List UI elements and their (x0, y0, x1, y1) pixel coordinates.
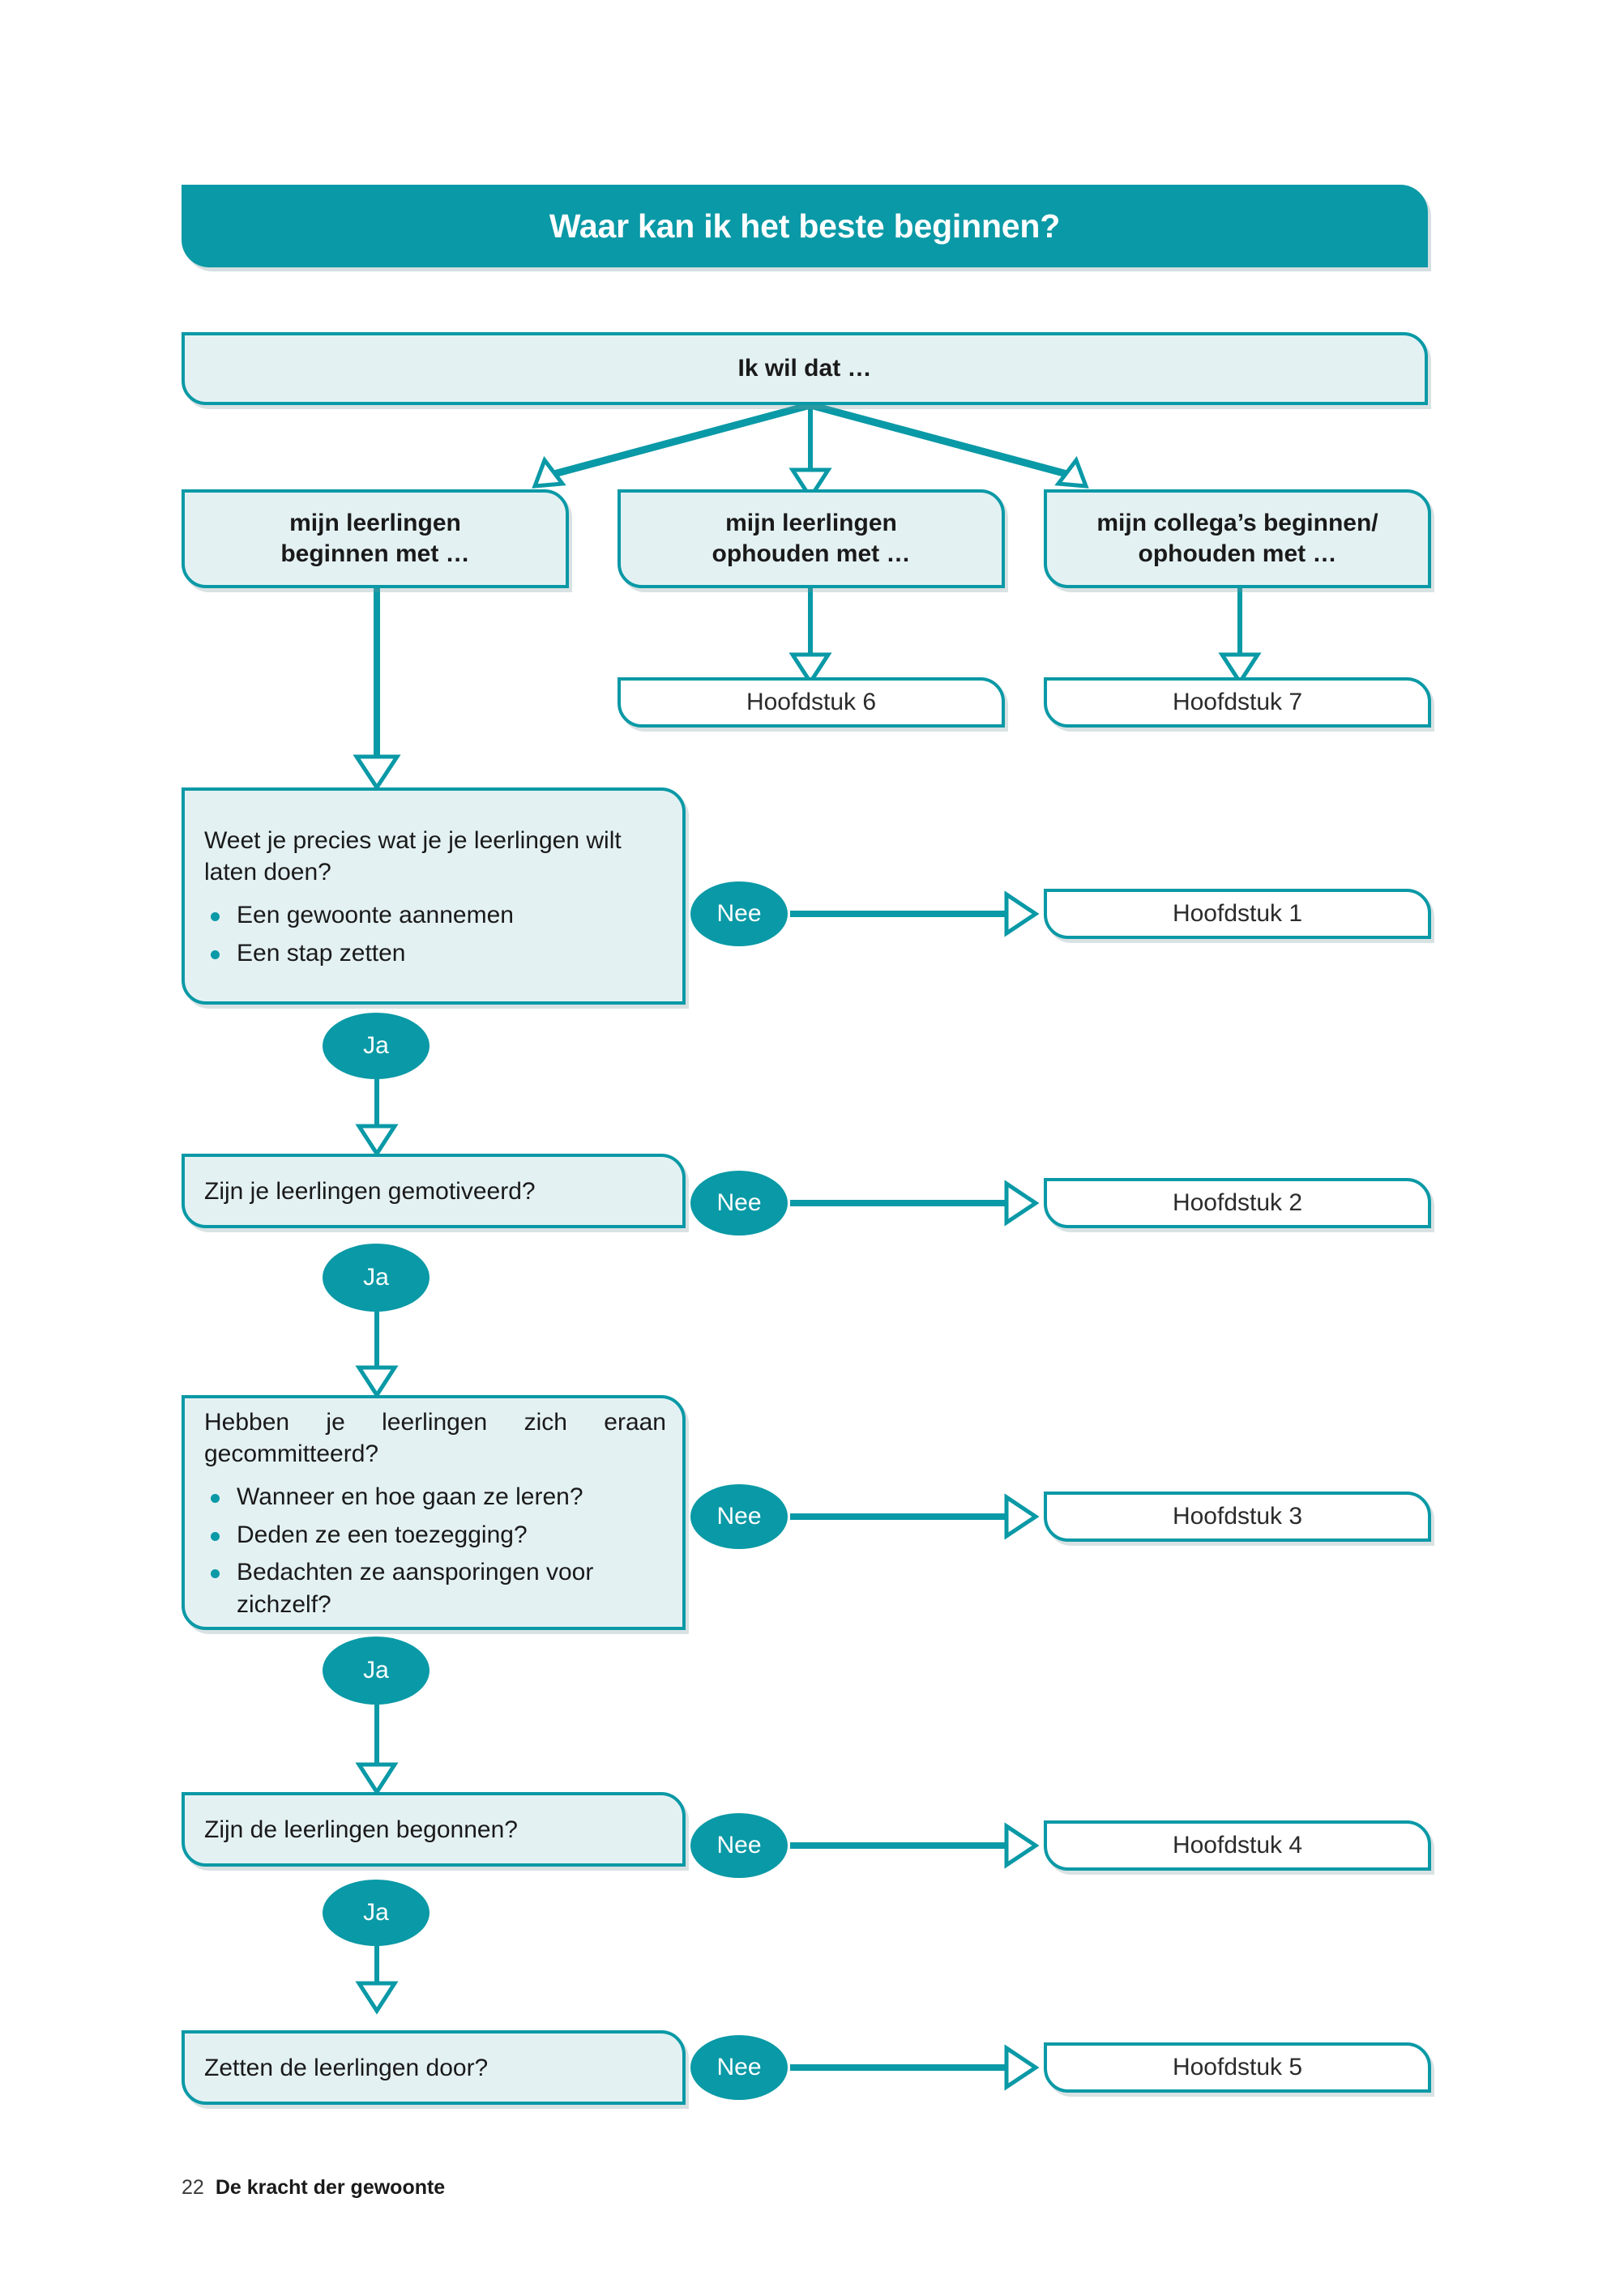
chapter-box-5-label: Hoofdstuk 5 (1172, 2054, 1303, 2080)
arrowhead-ch5 (1004, 2044, 1040, 2091)
arrowhead-ch2 (1004, 1180, 1040, 1227)
question-box-5[interactable]: Zetten de leerlingen door? (182, 2030, 686, 2105)
chapter-box-7-label: Hoofdstuk 7 (1172, 689, 1303, 715)
page-title: Waar kan ik het beste beginnen? (549, 207, 1061, 245)
list-item: Deden ze een toezegging? (204, 1519, 666, 1551)
list-item: Bedachten ze aansporingen voor zichzelf? (204, 1556, 666, 1620)
question-box-5-text: Zetten de leerlingen door? (204, 2055, 489, 2082)
question-box-4[interactable]: Zijn de leerlingen begonnen? (182, 1792, 686, 1867)
badge-no-5[interactable]: Nee (690, 2035, 788, 2100)
page-title-banner: Waar kan ik het beste beginnen? (182, 185, 1428, 267)
badge-no-4[interactable]: Nee (690, 1813, 788, 1878)
arrowhead-ch1 (1004, 890, 1040, 937)
chapter-box-7[interactable]: Hoofdstuk 7 (1044, 677, 1431, 728)
footer-book-title: De kracht der gewoonte (215, 2176, 446, 2199)
badge-no-3-label: Nee (716, 1503, 762, 1530)
branch-box-3-line2: ophouden met … (1138, 540, 1337, 567)
badge-yes-2-label: Ja (363, 1264, 389, 1291)
branch-box-2-label: mijn leerlingen ophouden met … (712, 508, 911, 570)
branch-box-3-label: mijn collega’s beginnen/ ophouden met … (1096, 508, 1378, 570)
question-box-3-bullets: Wanneer en hoe gaan ze leren? Deden ze e… (204, 1475, 666, 1620)
chapter-box-6[interactable]: Hoofdstuk 6 (618, 677, 1005, 728)
footer-page-number: 22 (182, 2176, 204, 2199)
branch-box-collegas[interactable]: mijn collega’s beginnen/ ophouden met … (1044, 489, 1431, 588)
badge-no-1[interactable]: Nee (690, 881, 788, 946)
chapter-box-3-label: Hoofdstuk 3 (1172, 1503, 1303, 1530)
chapter-box-4-label: Hoofdstuk 4 (1172, 1832, 1303, 1859)
chapter-box-4[interactable]: Hoofdstuk 4 (1044, 1820, 1431, 1871)
chapter-box-2-label: Hoofdstuk 2 (1172, 1189, 1303, 1216)
arrowhead-branch3 (1054, 455, 1089, 489)
badge-yes-3[interactable]: Ja (323, 1637, 430, 1705)
question-box-1-bullets: Een gewoonte aannemen Een stap zetten (204, 894, 666, 969)
arrowhead-q1 (353, 754, 401, 792)
arrowhead-branch1 (532, 455, 566, 489)
badge-no-4-label: Nee (716, 1832, 762, 1859)
question-box-2-text: Zijn je leerlingen gemotiveerd? (204, 1178, 536, 1206)
branch-box-leerlingen-beginnen[interactable]: mijn leerlingen beginnen met … (182, 489, 569, 588)
question-box-1-text: Weet je precies wat je je leerlingen wil… (204, 826, 622, 886)
branch-box-2-line1: mijn leerlingen (725, 509, 897, 536)
link-root-to-branch3 (809, 401, 1071, 479)
chapter-box-6-label: Hoofdstuk 6 (746, 689, 877, 715)
badge-no-2[interactable]: Nee (690, 1171, 788, 1235)
badge-no-2-label: Nee (716, 1189, 762, 1216)
question-box-3-text: Hebben je leerlingen zich eraan gecommit… (204, 1408, 666, 1468)
arrowhead-ch3 (1004, 1493, 1040, 1540)
badge-no-5-label: Nee (716, 2054, 762, 2080)
branch-box-2-line2: ophouden met … (712, 540, 911, 567)
arrowhead-q3 (355, 1365, 399, 1399)
question-box-3[interactable]: Hebben je leerlingen zich eraan gecommit… (182, 1395, 686, 1630)
list-item: Wanneer en hoe gaan ze leren? (204, 1481, 666, 1513)
chapter-box-3[interactable]: Hoofdstuk 3 (1044, 1492, 1431, 1542)
link-root-to-branch1 (549, 401, 812, 479)
root-box-label: Ik wil dat … (737, 354, 872, 382)
chapter-box-2[interactable]: Hoofdstuk 2 (1044, 1178, 1431, 1228)
page-footer: 22 De kracht der gewoonte (182, 2176, 445, 2200)
list-item: Een gewoonte aannemen (204, 899, 666, 932)
branch-box-3-line1: mijn collega’s beginnen/ (1096, 509, 1378, 536)
chapter-box-5[interactable]: Hoofdstuk 5 (1044, 2042, 1431, 2093)
arrowhead-ch4 (1004, 1822, 1040, 1869)
badge-no-1-label: Nee (716, 900, 762, 927)
branch-box-1-line2: beginnen met … (280, 540, 470, 567)
chapter-box-1-label: Hoofdstuk 1 (1172, 900, 1303, 927)
arrowhead-q5 (355, 1981, 399, 2015)
question-box-2[interactable]: Zijn je leerlingen gemotiveerd? (182, 1154, 686, 1228)
branch-box-leerlingen-ophouden[interactable]: mijn leerlingen ophouden met … (618, 489, 1005, 588)
badge-yes-4-label: Ja (363, 1899, 389, 1926)
badge-yes-4[interactable]: Ja (323, 1880, 430, 1946)
arrowhead-q4 (355, 1762, 399, 1796)
badge-yes-3-label: Ja (363, 1657, 389, 1684)
question-box-1[interactable]: Weet je precies wat je je leerlingen wil… (182, 787, 686, 1005)
root-box[interactable]: Ik wil dat … (182, 332, 1428, 405)
badge-yes-1-label: Ja (363, 1032, 389, 1059)
list-item: Een stap zetten (204, 937, 666, 970)
arrowhead-q2 (355, 1124, 399, 1158)
chapter-box-1[interactable]: Hoofdstuk 1 (1044, 889, 1431, 939)
branch-box-1-label: mijn leerlingen beginnen met … (280, 508, 469, 570)
badge-yes-1[interactable]: Ja (323, 1013, 430, 1079)
badge-no-3[interactable]: Nee (690, 1484, 788, 1549)
badge-yes-2[interactable]: Ja (323, 1244, 430, 1312)
branch-box-1-line1: mijn leerlingen (289, 509, 461, 536)
question-box-4-text: Zijn de leerlingen begonnen? (204, 1816, 518, 1844)
